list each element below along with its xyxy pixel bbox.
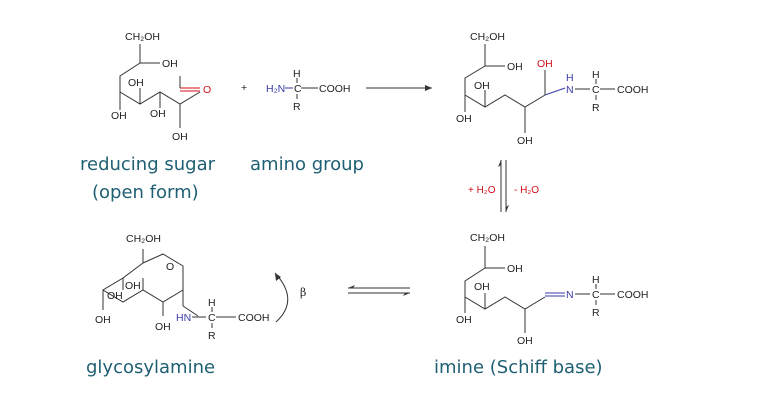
- minus-water-label: - H₂O: [514, 185, 539, 196]
- product-oh-label: OH: [456, 113, 472, 125]
- product-n-label: N: [566, 84, 574, 96]
- sugar-ch2oh-label: CH₂OH: [125, 31, 160, 43]
- reducing-sugar-structure: CH₂OH OH OH OH OH OH O: [111, 31, 211, 143]
- product-oh-label: OH: [517, 135, 533, 147]
- cooh-label: COOH: [319, 83, 351, 95]
- product-alpha-c-label: C: [592, 84, 600, 96]
- sugar-oh-label: OH: [172, 131, 188, 143]
- alpha-carbon-label: C: [294, 83, 302, 95]
- imine-structure: CH₂OH OH OH OH OH N C H R COOH: [456, 232, 649, 347]
- sugar-oh-label: OH: [128, 77, 144, 89]
- imine-n-label: N: [566, 289, 574, 301]
- sugar-oh-label: OH: [111, 110, 127, 122]
- ring-r-label: R: [208, 330, 216, 342]
- amino-group-caption: amino group: [250, 154, 364, 175]
- ring-cooh-label: COOH: [238, 312, 270, 324]
- dehydration-equilibrium-arrows: [498, 160, 509, 212]
- imine-oh-label: OH: [507, 263, 523, 275]
- ring-hn-label: HN: [176, 312, 191, 324]
- cyclization-equilibrium-arrows: [348, 285, 410, 296]
- glycosylamine-caption: glycosylamine: [86, 357, 215, 378]
- imine-oh-label: OH: [456, 314, 472, 326]
- imine-oh-label: OH: [517, 335, 533, 347]
- beta-label: β: [300, 286, 306, 299]
- ring-oh-label: OH: [95, 314, 111, 326]
- ring-oh-label: OH: [125, 280, 141, 292]
- product-cooh-label: COOH: [617, 84, 649, 96]
- aldehyde-oxygen-label: O: [203, 84, 211, 96]
- reducing-sugar-caption: reducing sugar: [80, 154, 216, 175]
- alpha-h-label: H: [293, 68, 301, 80]
- imine-r-label: R: [592, 307, 600, 319]
- imine-alpha-h-label: H: [592, 274, 600, 286]
- reaction-arrow: [366, 85, 432, 91]
- ring-oh-label: OH: [155, 321, 171, 333]
- ring-oh-label: OH: [107, 290, 123, 302]
- glycosylamine-structure: CH₂OH O OH OH OH OH HN C H R COOH: [95, 233, 270, 342]
- imine-caption: imine (Schiff base): [434, 357, 603, 378]
- product-alpha-h-label: H: [592, 69, 600, 81]
- ring-alpha-h-label: H: [208, 297, 216, 309]
- product-oh-label: OH: [474, 80, 490, 92]
- ring-ch2oh-label: CH₂OH: [126, 233, 161, 245]
- imine-alpha-c-label: C: [592, 289, 600, 301]
- sugar-oh-label: OH: [150, 108, 166, 120]
- sugar-oh-label: OH: [162, 58, 178, 70]
- product-nh-h-label: H: [566, 72, 574, 84]
- addition-product-structure: CH₂OH OH OH OH OH OH H N C H R COOH: [456, 31, 649, 147]
- product-oh-label: OH: [507, 61, 523, 73]
- open-form-caption: (open form): [92, 182, 199, 203]
- imine-cooh-label: COOH: [617, 289, 649, 301]
- imine-oh-label: OH: [474, 281, 490, 293]
- new-hydroxyl-label: OH: [537, 58, 553, 70]
- product-r-label: R: [592, 102, 600, 114]
- imine-ch2oh-label: CH₂OH: [470, 232, 505, 244]
- product-ch2oh-label: CH₂OH: [470, 31, 505, 43]
- r-group-label: R: [293, 101, 301, 113]
- ring-alpha-c-label: C: [208, 312, 216, 324]
- amino-acid-structure: H₂N C H R COOH: [266, 68, 351, 113]
- plus-water-label: + H₂O: [468, 185, 496, 196]
- amine-h2n-label: H₂N: [266, 83, 285, 95]
- plus-sign: +: [241, 82, 247, 94]
- beta-anomer-arrow: [274, 272, 289, 323]
- ring-oxygen-label: O: [166, 261, 174, 273]
